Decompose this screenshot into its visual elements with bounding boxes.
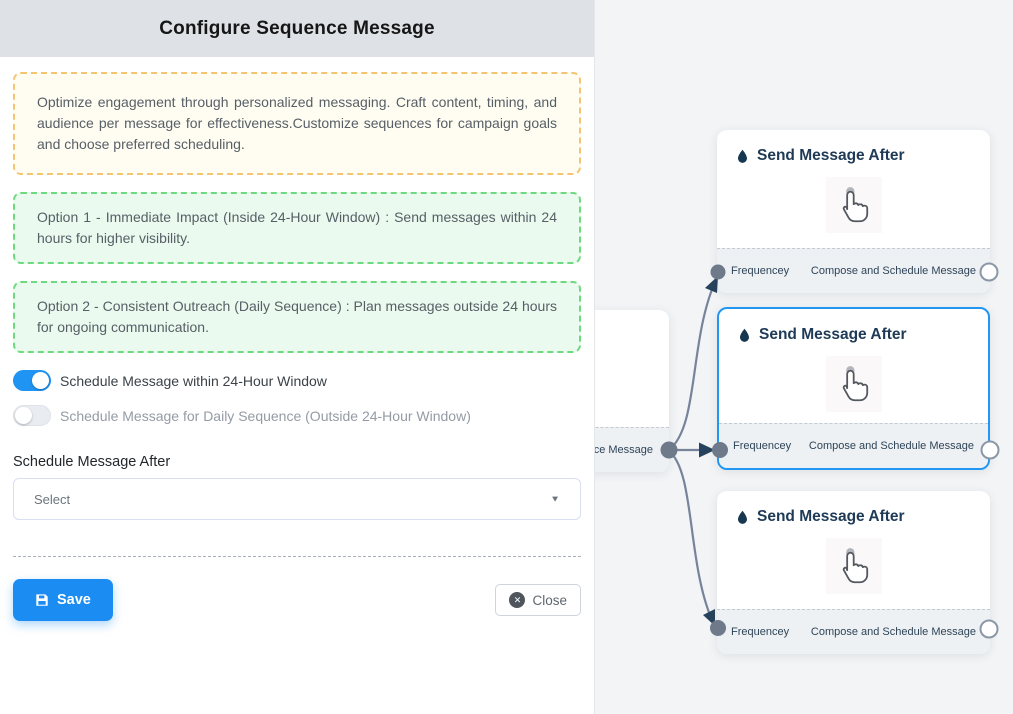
floppy-icon [35,593,49,607]
toggle-row-daily: Schedule Message for Daily Sequence (Out… [13,405,581,426]
toggle-24hour-label: Schedule Message within 24-Hour Window [60,372,327,389]
schedule-after-select[interactable]: Select ▼ [13,478,581,520]
option2-text: Option 2 - Consistent Outreach (Daily Se… [37,298,557,335]
flow-node-source-partial[interactable]: ce Message [595,310,669,472]
droplet-icon [735,509,750,526]
node-header: Send Message After [717,491,990,526]
node-footer: Frequencey Compose and Schedule Message [719,423,988,468]
node-body [717,530,990,602]
node-body [717,169,990,241]
select-value: Select [34,491,71,507]
option1-text: Option 1 - Immediate Impact (Inside 24-H… [37,209,557,246]
panel-header: Configure Sequence Message [0,0,594,57]
edge-to-node1 [668,281,717,451]
option2-box: Option 2 - Consistent Outreach (Daily Se… [13,281,581,353]
toggle-knob [15,407,32,424]
hand-pointer-icon[interactable] [825,356,882,412]
panel-body: Optimize engagement through personalized… [0,72,594,621]
flow-node-send-message-3[interactable]: Send Message After Frequencey Compose an… [717,491,990,654]
toggle-24hour-window[interactable] [13,370,51,391]
footer-frequency-label[interactable]: Frequencey [731,626,790,638]
configure-sequence-panel: Configure Sequence Message Optimize enga… [0,0,595,714]
node-body [719,348,988,420]
toggle-knob [32,372,49,389]
footer-frequency-label[interactable]: Frequencey [733,440,792,452]
arrowhead-node2 [699,442,715,458]
toggle-daily-label: Schedule Message for Daily Sequence (Out… [60,407,471,424]
hand-pointer-icon[interactable] [825,177,882,233]
close-button-label: Close [532,592,567,608]
node-title: Send Message After [759,326,907,343]
footer-frequency-label[interactable]: Frequencey [731,265,790,277]
edge-to-node3 [668,450,714,621]
droplet-icon [735,148,750,165]
schedule-after-label: Schedule Message After [13,454,171,470]
info-note-box: Optimize engagement through personalized… [13,72,581,175]
footer-divider [13,556,581,557]
node-header: Send Message After [717,130,990,165]
node-title: Send Message After [757,508,905,525]
node-title: Send Message After [757,147,905,164]
flow-node-send-message-2-selected[interactable]: Send Message After Frequencey Compose an… [717,307,990,470]
close-button[interactable]: ✕ Close [495,584,581,616]
option1-box: Option 1 - Immediate Impact (Inside 24-H… [13,192,581,264]
button-row: Save ✕ Close [13,579,581,621]
node-footer: Frequencey Compose and Schedule Message [717,248,990,293]
flow-canvas[interactable]: ce Message Send Message After F [595,0,1013,714]
save-button[interactable]: Save [13,579,113,621]
page-title: Configure Sequence Message [159,17,435,39]
node-header: Send Message After [719,309,988,344]
footer-compose-label[interactable]: Compose and Schedule Message [808,440,974,452]
footer-compose-label[interactable]: Compose and Schedule Message [810,626,976,638]
partial-footer-text: ce Message [595,444,653,456]
toggle-row-24hour: Schedule Message within 24-Hour Window [13,370,581,391]
circle-x-icon: ✕ [509,592,526,608]
flow-node-send-message-1[interactable]: Send Message After Frequencey Compose an… [717,130,990,293]
save-button-label: Save [57,592,91,608]
caret-down-icon: ▼ [550,494,560,504]
partial-node-footer: ce Message [595,427,669,472]
info-note-text: Optimize engagement through personalized… [37,94,557,152]
droplet-icon [737,327,752,344]
arrowhead-node3 [703,609,715,626]
node-footer: Frequencey Compose and Schedule Message [717,609,990,654]
footer-compose-label[interactable]: Compose and Schedule Message [810,265,976,277]
toggle-daily-sequence[interactable] [13,405,51,426]
hand-pointer-icon[interactable] [825,538,882,594]
